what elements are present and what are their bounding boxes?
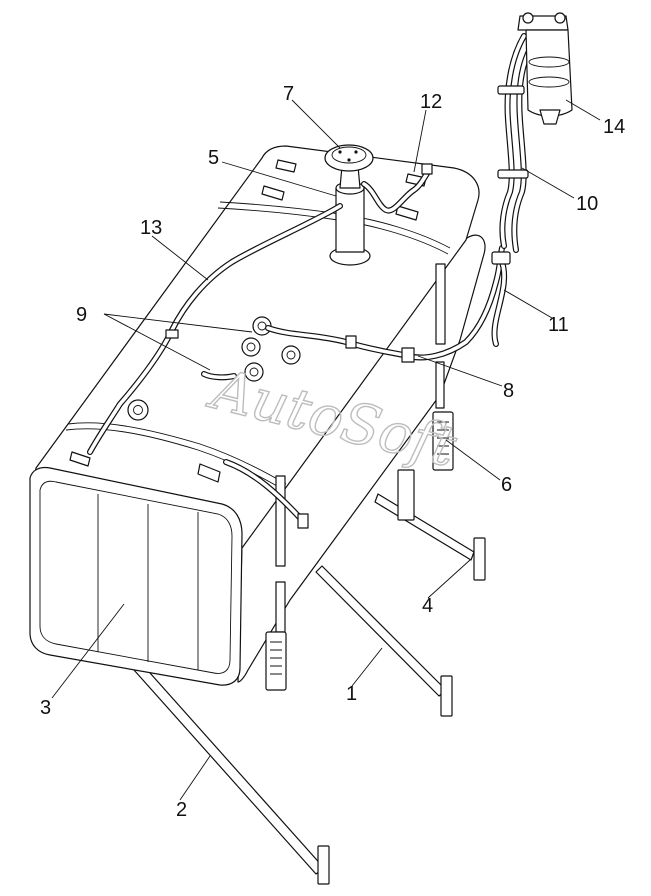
- fuel-level-sender: [324, 144, 374, 172]
- support-bracket-1: [315, 565, 453, 717]
- fuel-pickup-fittings: [127, 316, 301, 421]
- support-bracket-4: [374, 469, 486, 581]
- callout-11: 11: [548, 314, 569, 336]
- support-bracket-2: [133, 663, 330, 885]
- callout-1: 1: [346, 683, 357, 705]
- callout-7: 7: [283, 83, 294, 105]
- callout-6: 6: [501, 474, 512, 496]
- callout-8: 8: [503, 380, 514, 402]
- filler-neck: [329, 165, 371, 266]
- callout-14: 14: [603, 116, 625, 138]
- callout-13: 13: [140, 217, 162, 239]
- callout-4: 4: [422, 595, 433, 617]
- filter-fuel-lines: [497, 33, 537, 253]
- callout-12: 12: [420, 91, 442, 113]
- fuel-filter: [517, 12, 573, 125]
- callout-5: 5: [208, 147, 219, 169]
- fuel-supply-line: [265, 245, 505, 363]
- callout-2: 2: [176, 799, 187, 821]
- callout-3: 3: [40, 697, 51, 719]
- hose-11: [491, 251, 511, 347]
- leader-lines: [51, 99, 601, 801]
- callout-10: 10: [576, 193, 598, 215]
- callout-9: 9: [76, 304, 87, 326]
- breather-hose: [361, 163, 433, 214]
